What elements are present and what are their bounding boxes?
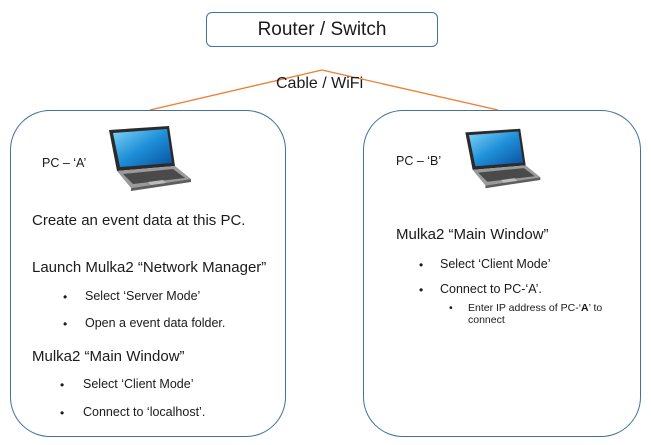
pc-a-nm-item-2: Open a event data folder. — [85, 316, 226, 330]
bullet-icon: • — [60, 378, 65, 392]
pc-b-sub-item-line-1: Enter IP address of PC-‘A’ to — [468, 302, 603, 314]
laptop-icon — [465, 128, 541, 189]
pc-b-main-window-title: Mulka2 “Main Window” — [396, 226, 549, 243]
bullet-icon: • — [60, 406, 65, 420]
router-label: Router / Switch — [257, 18, 387, 40]
pc-a-main-window-title: Mulka2 “Main Window” — [32, 348, 185, 365]
pc-a-nm-item-1: Select ‘Server Mode’ — [85, 289, 201, 303]
connection-label: Cable / WiFi — [276, 75, 364, 92]
bullet-icon: • — [419, 283, 424, 297]
connector-line-a — [149, 69, 323, 111]
pc-b-sub-item-line-2: connect — [468, 314, 505, 326]
pc-a-create-text: Create an event data at this PC. — [32, 212, 246, 229]
router-box: Router / Switch — [206, 12, 438, 47]
bullet-icon: • — [63, 317, 68, 331]
pc-b-sub-item: Enter IP address of PC-‘A’ to connect — [468, 302, 602, 326]
pc-a-label: PC – ‘A’ — [42, 156, 87, 170]
pc-a-network-manager-title: Launch Mulka2 “Network Manager” — [32, 259, 267, 276]
bullet-icon: • — [449, 302, 453, 314]
pc-a-mw-item-2: Connect to ‘localhost’. — [83, 405, 206, 419]
pc-a-mw-item-1: Select ‘Client Mode’ — [83, 377, 194, 391]
laptop-icon — [109, 126, 191, 191]
pc-b-mw-item-2: Connect to PC-‘A’. — [440, 282, 542, 296]
bullet-icon: • — [63, 290, 68, 304]
connector-line-b — [321, 69, 499, 111]
pc-b-label: PC – ‘B’ — [396, 154, 442, 168]
pc-b-mw-item-1: Select ‘Client Mode’ — [440, 257, 551, 271]
bullet-icon: • — [419, 258, 424, 272]
